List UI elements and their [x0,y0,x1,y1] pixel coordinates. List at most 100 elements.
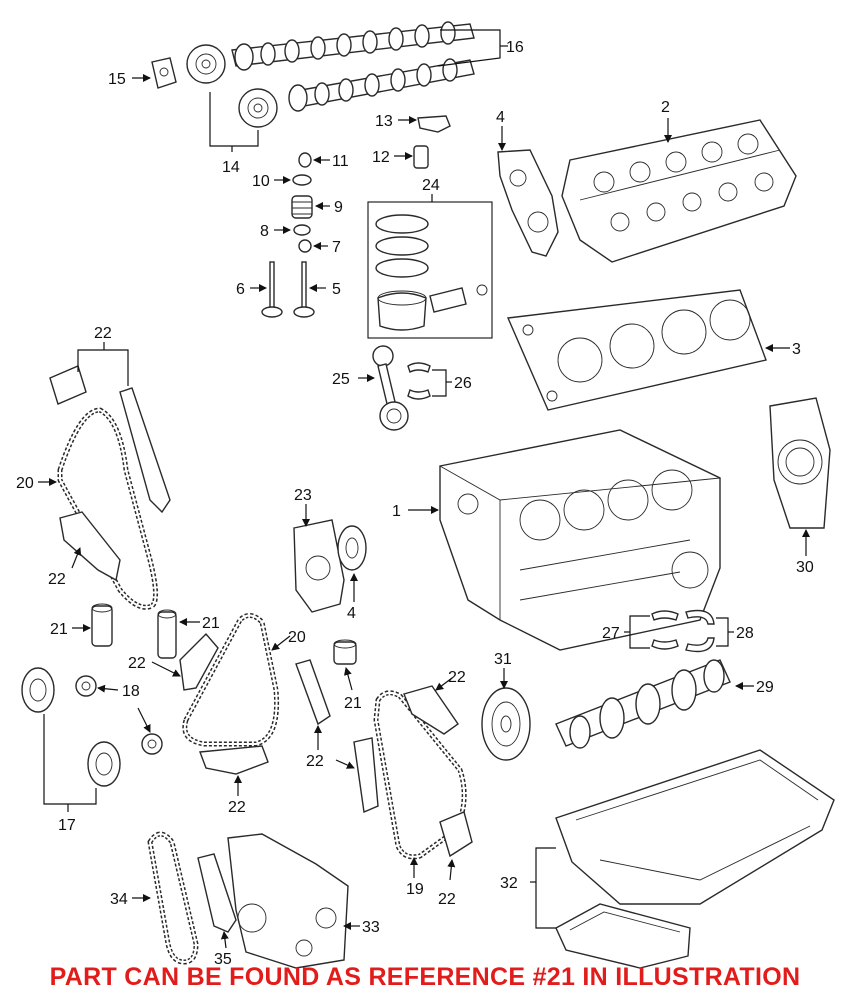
ref-15: 15 [108,71,126,88]
ref-25: 25 [332,371,350,388]
ref-9: 9 [334,199,343,216]
ref-1: 1 [392,503,401,520]
ref-19: 19 [406,881,424,898]
oil-pan-lower [555,903,691,969]
spring-retainer [292,174,312,186]
ref-22-bottom-mid: 22 [228,799,246,816]
crankshaft [555,659,731,749]
chain-rail-center [295,659,331,726]
spring-seat [293,224,311,236]
valve-keepers [298,152,312,168]
rod-bearings [407,362,431,400]
ref-23: 23 [294,487,312,504]
head-gasket [506,289,767,411]
flexplate [481,687,531,761]
ref-17: 17 [58,817,76,834]
engine-block [439,429,721,651]
ref-8: 8 [260,223,269,240]
idler-pulley [337,525,367,571]
cam-sensor-bracket [151,57,177,89]
chain-guide-bottom-mid [199,745,269,775]
ref-20-upper: 20 [16,475,34,492]
connecting-rod [372,345,409,431]
sprocket-bushing-a [75,675,97,697]
ref-22-mid-left: 22 [128,655,146,672]
chain-guide-top-left [49,365,87,405]
ref-24: 24 [422,177,440,194]
oil-pan-upper [555,749,835,905]
ref-29: 29 [756,679,774,696]
chain-tensioner-c [333,639,357,665]
ref-27: 27 [602,625,620,642]
ref-22-left: 22 [48,571,66,588]
chain-guide-right-bottom [439,811,473,858]
ref-14: 14 [222,159,240,176]
ref-3: 3 [792,341,801,358]
ref-2: 2 [661,99,670,116]
cam-adjuster-upper [186,44,226,84]
camshaft-lower [288,58,475,112]
piston [377,290,427,331]
chain-tensioner-rail-left [59,511,121,582]
ref-35: 35 [214,951,232,968]
camshaft-upper [231,21,475,71]
ref-6: 6 [236,281,245,298]
balance-sprocket [87,741,121,787]
main-bearings [651,610,679,650]
rear-main-seal-cover [769,397,831,529]
ref-32: 32 [500,875,518,892]
chain-guide-right-top [403,685,459,735]
ref-33: 33 [362,919,380,936]
reference-note: PART CAN BE FOUND AS REFERENCE #21 IN IL… [49,963,801,991]
ref-5: 5 [332,281,341,298]
valve-spring [291,195,313,219]
ref-21-c: 21 [344,695,362,712]
ref-22-top: 22 [94,325,112,342]
oil-pump-chain-guide [197,853,237,933]
ref-22-right-bottom: 22 [438,891,456,908]
timing-cover-upper [497,149,559,257]
hydraulic-lifter [413,145,429,169]
cam-adjuster-lower [238,88,278,128]
piston-kit-box [367,201,493,339]
oil-pump [227,833,349,969]
chain-guide-mid-left [179,632,219,691]
ref-11: 11 [332,153,349,170]
chain-rail-left [119,387,171,514]
chain-tensioner-rail-right [353,737,379,814]
ref-34: 34 [110,891,128,908]
chain-tensioner-a [91,603,113,647]
timing-chain-right [373,690,467,860]
ref-4-top: 4 [496,109,505,126]
valve-stem-seal [298,239,312,253]
ref-21-a: 21 [50,621,68,638]
ref-10: 10 [252,173,270,190]
cylinder-head [561,119,797,263]
ref-26: 26 [454,375,472,392]
ref-18: 18 [122,683,140,700]
chain-tensioner-b [157,609,177,659]
ref-28: 28 [736,625,754,642]
ref-31: 31 [494,651,512,668]
ref-21-b: 21 [202,615,220,632]
ref-7: 7 [332,239,341,256]
ref-20-middle: 20 [288,629,306,646]
piston-pin [429,287,467,313]
piston-rings [375,214,429,278]
intake-valve [261,261,283,318]
crank-sprocket [21,667,55,713]
reference-numbers: 1 2 3 4 4 5 6 7 8 9 10 11 12 13 14 15 16… [16,39,814,968]
ref-30: 30 [796,559,814,576]
pin-clip [476,284,488,296]
front-cover-plate [293,519,345,613]
timing-chain-upper-left [57,407,158,610]
ref-16: 16 [506,39,524,56]
ref-12: 12 [372,149,390,166]
exhaust-valve [293,261,315,318]
timing-chain-middle [182,613,280,747]
sprocket-bushing-b [141,733,163,755]
thrust-washers [685,609,715,653]
ref-22-center: 22 [306,753,324,770]
